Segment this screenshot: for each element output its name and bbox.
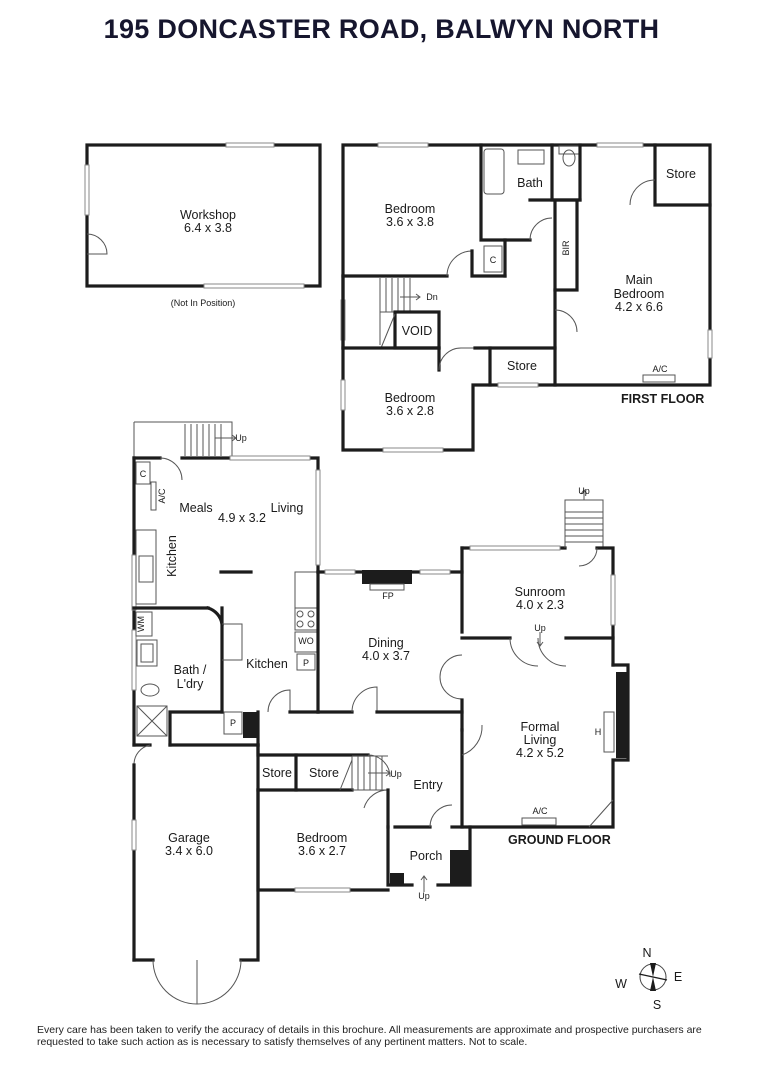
floor-plan: Workshop 6.4 x 3.8 (Not In Position) (84, 142, 713, 1012)
ff-main-bedroom-name1: Main (625, 273, 652, 287)
compass-w: W (615, 977, 627, 991)
gf-bath-ldry2: L'dry (177, 677, 204, 691)
workshop-note: (Not In Position) (171, 298, 236, 308)
gf-porch: Porch (410, 849, 443, 863)
ground-floor: Up C A/C WM (131, 421, 630, 1005)
ff-main-bedroom-dims: 4.2 x 6.6 (615, 300, 663, 314)
gf-meals: Meals (179, 501, 212, 515)
gf-p1: P (303, 658, 309, 668)
compass-needle-north (650, 963, 656, 977)
gf-wo: WO (298, 636, 314, 646)
gf-bedroom-dims: 3.6 x 2.7 (298, 844, 346, 858)
compass-s: S (653, 998, 661, 1012)
ff-bedroom2-dims: 3.6 x 2.8 (386, 404, 434, 418)
gf-dining-name: Dining (368, 636, 403, 650)
gf-h: H (595, 727, 602, 737)
ff-store: Store (507, 359, 537, 373)
gf-up-side: Up (578, 486, 590, 496)
gf-formal-living-name2: Living (524, 733, 557, 747)
compass-n: N (642, 946, 651, 960)
gf-fp: FP (382, 591, 394, 601)
first-floor-label: FIRST FLOOR (621, 392, 704, 406)
gf-living: Living (271, 501, 304, 515)
gf-meals-living-dims: 4.9 x 3.2 (218, 511, 266, 525)
ff-c: C (490, 255, 497, 265)
gf-store1: Store (262, 766, 292, 780)
gf-sunroom-name: Sunroom (515, 585, 566, 599)
gf-formal-living-dims: 4.2 x 5.2 (516, 746, 564, 760)
ff-bedroom1-dims: 3.6 x 3.8 (386, 215, 434, 229)
gf-entry: Entry (413, 778, 443, 792)
gf-sunroom-dims: 4.0 x 2.3 (516, 598, 564, 612)
ff-dn: Dn (426, 292, 438, 302)
first-floor: Bedroom 3.6 x 3.8 Bath C BIR Store Main … (340, 142, 713, 453)
gf-kitchen: Kitchen (246, 657, 288, 671)
gf-p2: P (230, 718, 236, 728)
ff-bir: BIR (561, 240, 571, 256)
gf-ac-living: A/C (532, 806, 548, 816)
workshop-dims: 6.4 x 3.8 (184, 221, 232, 235)
gf-wm: WM (136, 616, 146, 632)
gf-ac: A/C (157, 488, 167, 504)
gf-up-stairs: Up (390, 769, 402, 779)
compass-needle-ew (638, 973, 668, 981)
workshop-name: Workshop (180, 208, 236, 222)
ff-bath: Bath (517, 176, 543, 190)
page-title: 195 DONCASTER ROAD, BALWYN NORTH (103, 14, 660, 44)
ff-ac: A/C (652, 364, 668, 374)
compass: N E S W (615, 946, 682, 1012)
ff-bedroom2-name: Bedroom (385, 391, 436, 405)
compass-e: E (674, 970, 682, 984)
compass-needle-south (650, 977, 656, 991)
ff-bedroom1-name: Bedroom (385, 202, 436, 216)
gf-garage-name: Garage (168, 831, 210, 845)
gf-c: C (140, 469, 147, 479)
workshop: Workshop 6.4 x 3.8 (Not In Position) (84, 142, 322, 308)
gf-bath-ldry1: Bath / (174, 663, 207, 677)
gf-formal-living-name1: Formal (521, 720, 560, 734)
gf-up-sunroom: Up (534, 623, 546, 633)
gf-store2: Store (309, 766, 339, 780)
gf-bedroom-name: Bedroom (297, 831, 348, 845)
gf-dining-dims: 4.0 x 3.7 (362, 649, 410, 663)
ff-void: VOID (402, 324, 433, 338)
ground-floor-label: GROUND FLOOR (508, 833, 611, 847)
gf-up-rear: Up (235, 433, 247, 443)
ff-store-top: Store (666, 167, 696, 181)
gf-kitchen-vertical: Kitchen (165, 535, 179, 577)
ff-main-bedroom-name2: Bedroom (614, 287, 665, 301)
gf-garage-dims: 3.4 x 6.0 (165, 844, 213, 858)
gf-up-porch: Up (418, 891, 430, 901)
disclaimer: Every care has been taken to verify the … (37, 1024, 702, 1048)
